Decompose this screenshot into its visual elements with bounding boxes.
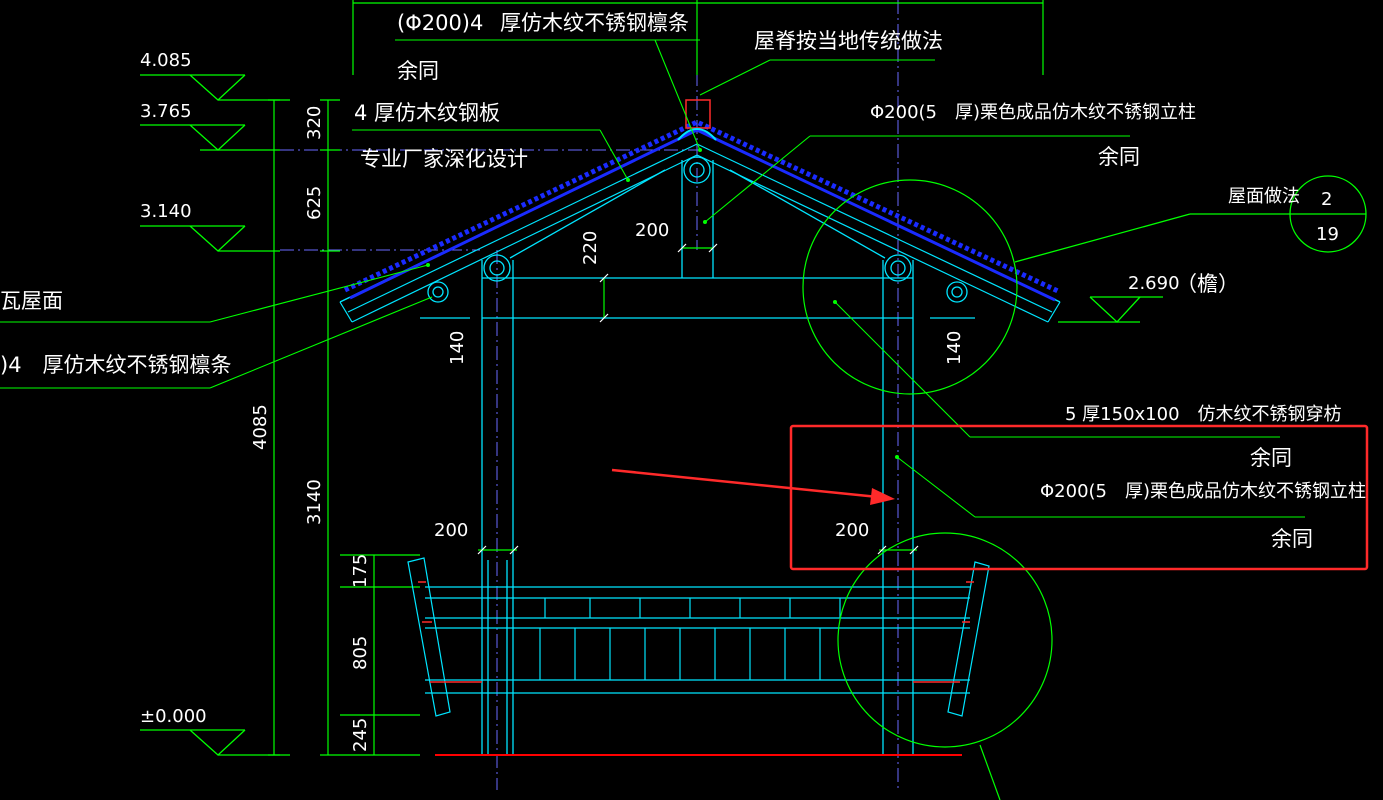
- label-roof-ref: 屋面做法: [1228, 186, 1300, 207]
- purlin-circles: [427, 156, 968, 303]
- dim-140-right: 140: [944, 331, 965, 365]
- elev-ridge: 4.085: [140, 50, 192, 71]
- dim-200-left: 200: [434, 520, 468, 541]
- bench-brackets: [418, 581, 974, 683]
- detail-number: 2: [1321, 189, 1332, 210]
- label-same-col-mid: 余同: [1271, 527, 1313, 551]
- ridge-detail: [677, 99, 717, 141]
- dim-625: 625: [304, 186, 325, 220]
- bench-railing: [407, 557, 990, 717]
- dim-805: 805: [350, 636, 371, 670]
- label-same-tie: 余同: [1250, 446, 1292, 470]
- centerlines: [280, 0, 899, 790]
- dim-220: 220: [580, 231, 601, 265]
- elev-ground: ±0.000: [140, 706, 207, 727]
- dim-3140: 3140: [304, 479, 325, 525]
- label-column-top: Φ200(5 厚)栗色成品仿木纹不锈钢立柱: [870, 102, 1196, 123]
- dim-200-right: 200: [835, 520, 869, 541]
- elev-eave-note: （檐）: [1176, 272, 1239, 296]
- highlight-arrow: [611, 468, 895, 505]
- dim-4085: 4085: [250, 404, 271, 450]
- dim-ticks: [477, 243, 919, 555]
- label-purlin-left: )4 厚仿木纹不锈钢檩条: [0, 353, 232, 377]
- dim-140-left: 140: [447, 331, 468, 365]
- frame-structure: [420, 160, 975, 755]
- detail-reference-symbol: [1014, 175, 1367, 263]
- label-tile-roof: 瓦屋面: [0, 289, 63, 313]
- label-purlin-top-a: (Φ200)4: [397, 11, 483, 35]
- elev-beam: 3.140: [140, 201, 192, 222]
- vertical-dimension-chains: [268, 99, 420, 756]
- leader-dots: [426, 148, 899, 459]
- elev-eave: 2.690: [1128, 273, 1180, 294]
- label-same-col-top: 余同: [1098, 145, 1140, 169]
- dim-245: 245: [350, 718, 371, 752]
- detail-sheet: 19: [1316, 224, 1339, 245]
- label-same-top: 余同: [397, 59, 439, 83]
- detail-circles: [802, 179, 1053, 800]
- label-factory-design: 专业厂家深化设计: [360, 147, 528, 171]
- label-steel-plate: 4 厚仿木纹钢板: [354, 101, 500, 125]
- highlight-box: [789, 424, 1369, 571]
- label-ridge-note: 屋脊按当地传统做法: [754, 29, 943, 53]
- dim-320: 320: [304, 106, 325, 140]
- top-dimension-lines: [352, 0, 1044, 75]
- label-tie-beam: 5 厚150x100 仿木纹不锈钢穿枋: [1065, 404, 1342, 425]
- leader-lines: [0, 39, 1305, 518]
- label-column-mid: Φ200(5 厚)栗色成品仿木纹不锈钢立柱: [1040, 481, 1366, 502]
- label-purlin-top-b: 厚仿木纹不锈钢檩条: [500, 11, 689, 35]
- elev-eave-top: 3.765: [140, 101, 192, 122]
- dim-200-king: 200: [635, 220, 669, 241]
- dim-175: 175: [350, 554, 371, 588]
- inner-dimensions: [478, 247, 917, 551]
